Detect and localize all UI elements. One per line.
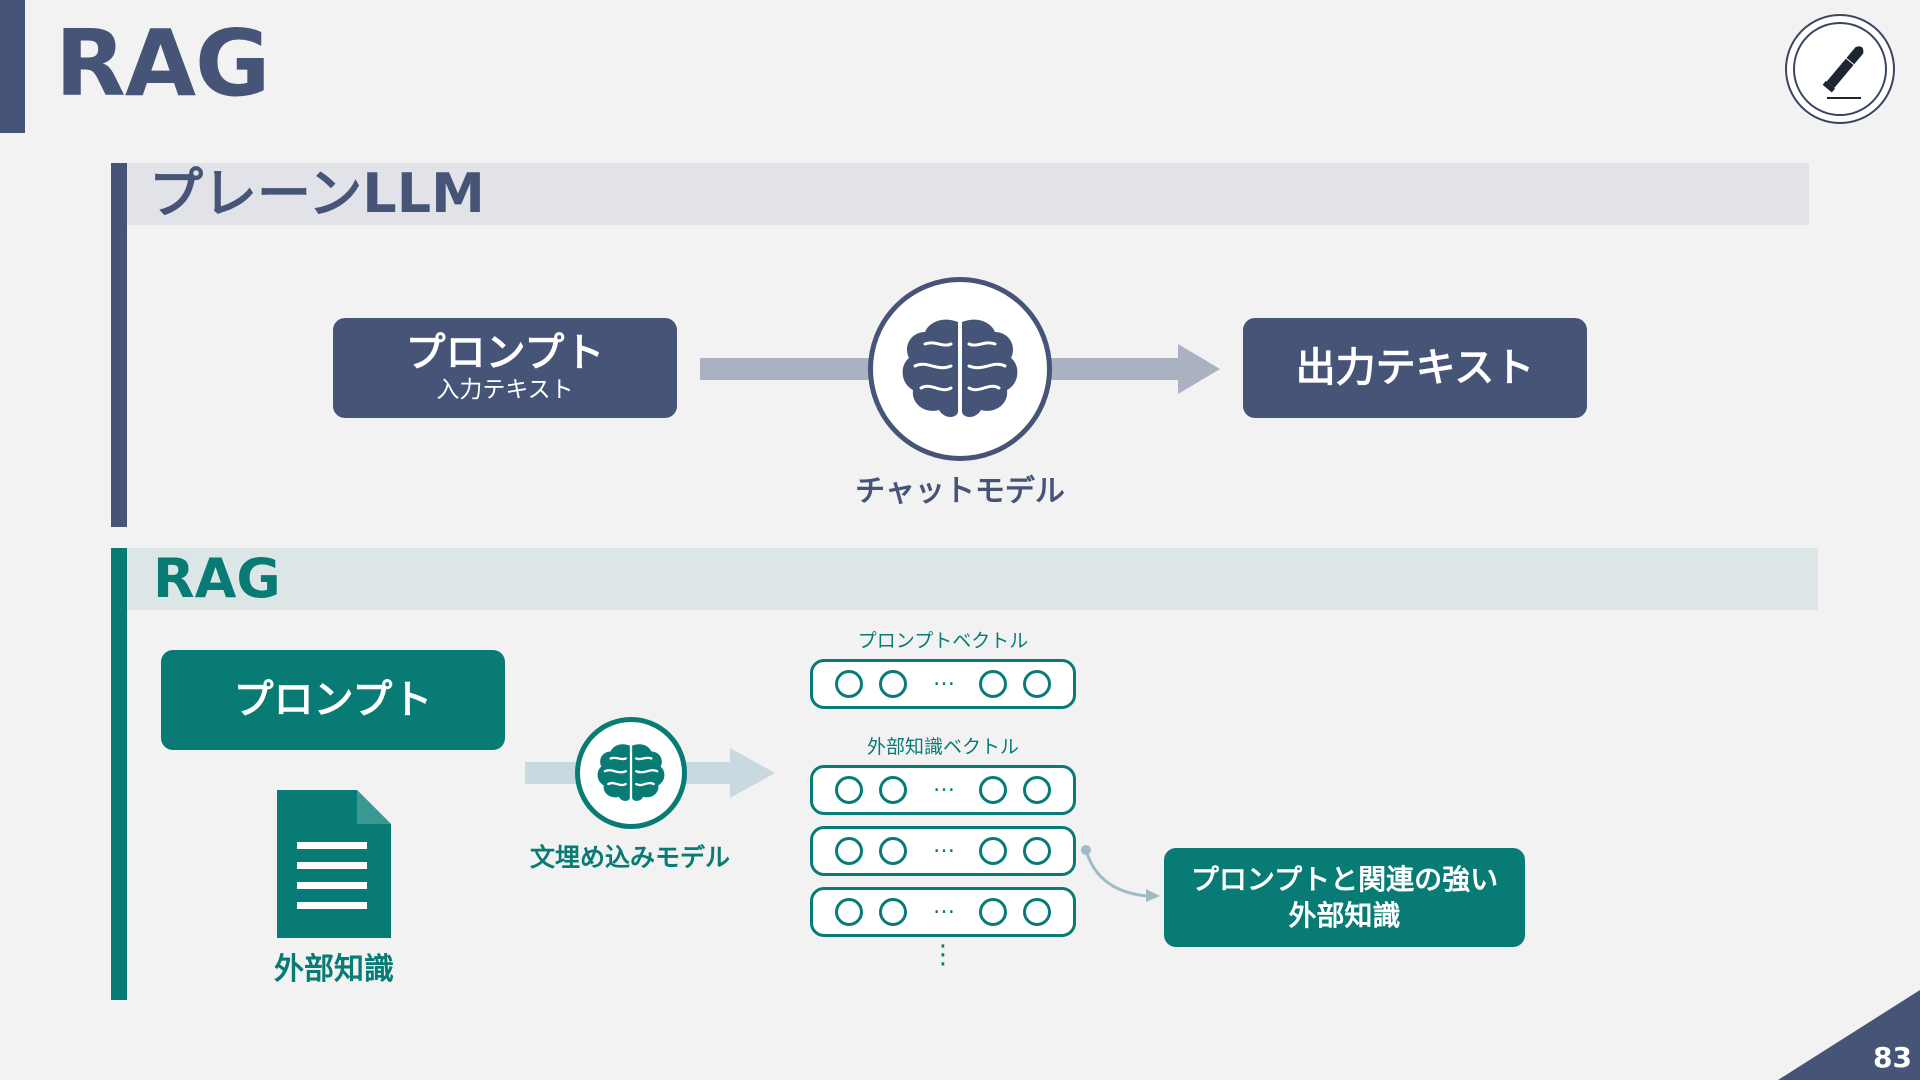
vector-ellipsis: … [933,894,955,919]
embed-model-circle [575,717,687,829]
brain-icon [902,319,1018,417]
result-box: プロンプトと関連の強い 外部知識 [1164,848,1525,947]
prompt-vector: … [810,659,1076,709]
vector-element [1023,670,1051,698]
vector-element [1023,776,1051,804]
vector-element [879,776,907,804]
vector-element [835,898,863,926]
rag-prompt-box: プロンプト [161,650,505,750]
more-vectors-ellipsis: ⋮ [930,940,956,970]
document-icon [277,790,391,938]
vector-ellipsis: … [933,772,955,797]
vector-element [835,776,863,804]
knowledge-vector-2: … [810,826,1076,876]
logo [1785,14,1895,124]
brain-icon [597,744,665,801]
vector-element [879,670,907,698]
vector-element [835,670,863,698]
vector-element [979,670,1007,698]
arrow-shaft-right [1040,358,1180,380]
page-title: RAG [55,10,271,117]
vector-element [979,898,1007,926]
knowledge-vector-3: … [810,887,1076,937]
prompt-vector-label: プロンプトベクトル [857,630,1029,652]
vector-ellipsis: … [933,833,955,858]
vector-ellipsis: … [933,666,955,691]
chat-model-label: チャットモデル [855,474,1065,509]
vector-element [879,837,907,865]
arrow-shaft-left [700,358,880,380]
bullet-icon [1822,46,1864,99]
vector-element [835,837,863,865]
chat-model-circle [868,277,1052,461]
vector-element [1023,898,1051,926]
knowledge-vector-1: … [810,765,1076,815]
rag-section-header: RAG [127,548,1818,610]
knowledge-vector-label: 外部知識ベクトル [866,736,1019,758]
match-arrow [1081,845,1160,902]
plain-section-title: プレーンLLM [149,162,485,225]
plain-prompt-subtitle: 入力テキスト [436,377,574,403]
title-accent-bar [0,0,25,133]
output-text-box: 出力テキスト [1243,318,1587,418]
arrow-head [730,748,775,798]
plain-section-bar [111,163,127,527]
arrow-head [1178,344,1220,394]
rag-section-bar [111,548,127,1000]
result-label: プロンプトと関連の強い 外部知識 [1190,862,1499,932]
plain-flow-arrow [700,344,1220,394]
plain-prompt-box: プロンプト 入力テキスト [333,318,677,418]
plain-prompt-title: プロンプト [405,330,605,376]
embed-model-label: 文埋め込みモデル [529,843,730,872]
plain-section-header: プレーンLLM [127,163,1809,225]
doc-label: 外部知識 [274,952,394,987]
vector-element [979,837,1007,865]
rag-prompt-label: プロンプト [233,677,433,723]
vector-element [879,898,907,926]
rag-section-title: RAG [153,547,281,610]
page-number: 83 [1873,1041,1912,1074]
page-corner [1778,990,1920,1080]
vector-element [979,776,1007,804]
logo-ring [1793,22,1887,116]
vector-element [1023,837,1051,865]
output-text-label: 出力テキスト [1295,345,1535,391]
